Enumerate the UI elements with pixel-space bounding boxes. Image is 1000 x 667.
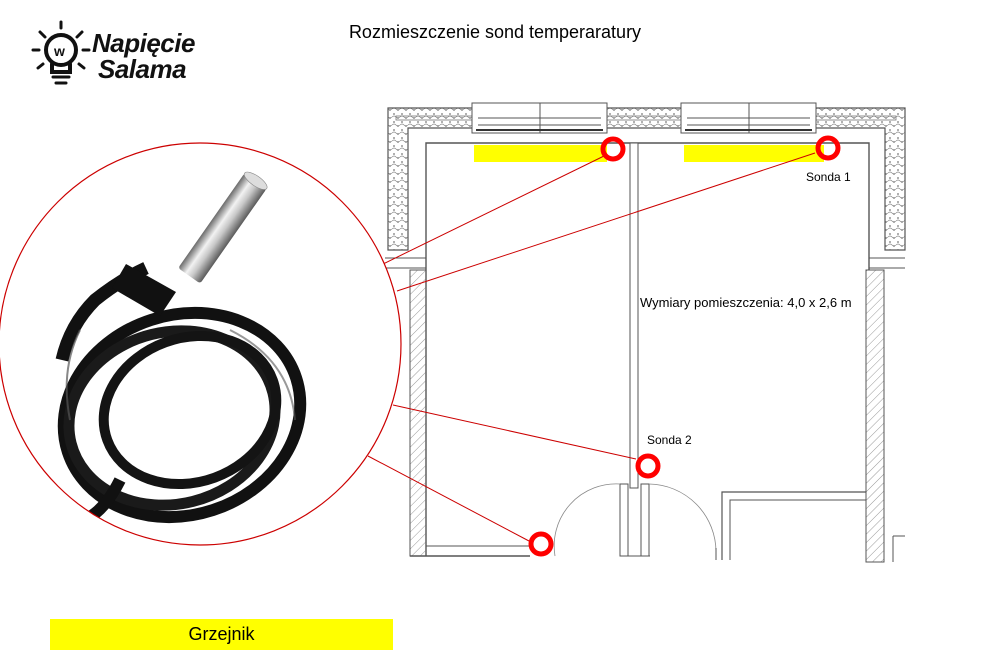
door-swings — [553, 483, 717, 560]
probe-marker-sonda-2 — [635, 453, 661, 479]
radiator-left — [474, 145, 607, 162]
leader-lines — [367, 152, 816, 542]
svg-text:w: w — [53, 43, 65, 59]
inner-walls — [385, 142, 905, 563]
probe-label-sonda-1: Sonda 1 — [806, 170, 851, 184]
logo: Napięcie Salama — [92, 30, 195, 82]
probe-marker-window-left — [600, 136, 626, 162]
window-right — [680, 102, 817, 134]
window-left — [471, 102, 608, 134]
logo-line-1: Napięcie — [92, 28, 195, 58]
probe-markers — [528, 135, 841, 557]
probe-label-sonda-2: Sonda 2 — [647, 433, 692, 447]
probe-marker-sonda-1 — [815, 135, 841, 161]
legend-radiator: Grzejnik — [50, 619, 393, 650]
outer-wall — [387, 107, 906, 251]
page-title: Rozmieszczenie sond temperaratury — [348, 22, 642, 42]
room-dimensions-label: Wymiary pomieszczenia: 4,0 x 2,6 m — [640, 295, 852, 310]
probe-magnifier — [0, 142, 402, 546]
probe-marker-door — [528, 531, 554, 557]
logo-line-2: Salama — [98, 54, 187, 84]
radiator-right — [684, 145, 824, 162]
legend-label: Grzejnik — [188, 624, 255, 644]
light-bulb-icon: w — [31, 20, 91, 85]
